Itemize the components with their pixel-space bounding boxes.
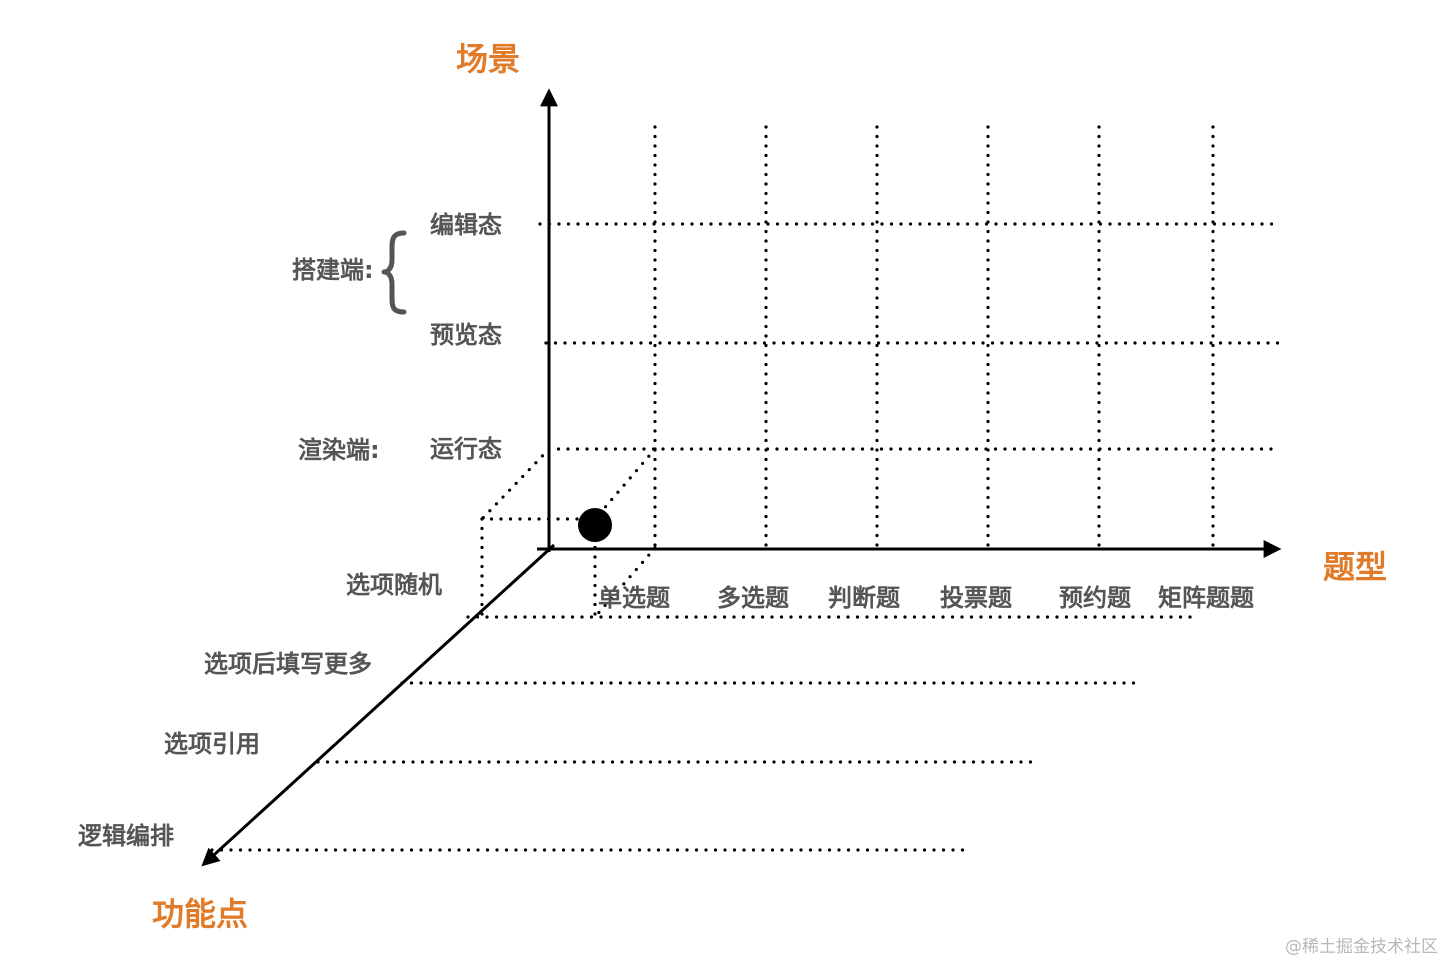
feature-label-logic: 逻辑编排 xyxy=(78,822,174,850)
box-bottom-diagonal xyxy=(593,546,657,619)
feature-label-fill-more: 选项后填写更多 xyxy=(204,650,372,678)
qtype-label: 判断题 xyxy=(828,584,900,612)
watermark: @稀土掘金技术社区 xyxy=(1285,937,1438,957)
qtype-label: 多选题 xyxy=(717,584,789,612)
box-diagonal-left xyxy=(480,447,551,521)
x-axis-title: 题型 xyxy=(1323,548,1387,586)
y-axis-title: 场景 xyxy=(456,40,520,78)
scene-label-runtime: 运行态 xyxy=(430,435,502,463)
z-axis xyxy=(201,543,556,867)
feature-lines xyxy=(210,615,1200,852)
scene-group-builder: 搭建端: xyxy=(292,256,374,284)
qtype-label: 单选题 xyxy=(598,584,670,612)
scene-label-edit: 编辑态 xyxy=(430,211,502,239)
grid-vertical-lines xyxy=(653,125,1215,550)
perspective-box xyxy=(480,447,657,619)
qtype-label: 投票题 xyxy=(940,584,1012,612)
feature-label-random: 选项随机 xyxy=(346,571,442,599)
qtype-label: 矩阵题题 xyxy=(1158,584,1254,612)
feature-label-reference: 选项引用 xyxy=(164,730,260,758)
builder-brace xyxy=(381,230,407,315)
origin-point xyxy=(578,508,612,542)
grid-horizontal-lines xyxy=(538,222,1280,451)
scene-group-renderer: 渲染端: xyxy=(298,436,380,464)
qtype-label: 预约题 xyxy=(1059,584,1131,612)
scene-label-preview: 预览态 xyxy=(430,321,502,349)
box-diagonal-right xyxy=(593,447,657,521)
z-axis-title: 功能点 xyxy=(152,895,248,933)
